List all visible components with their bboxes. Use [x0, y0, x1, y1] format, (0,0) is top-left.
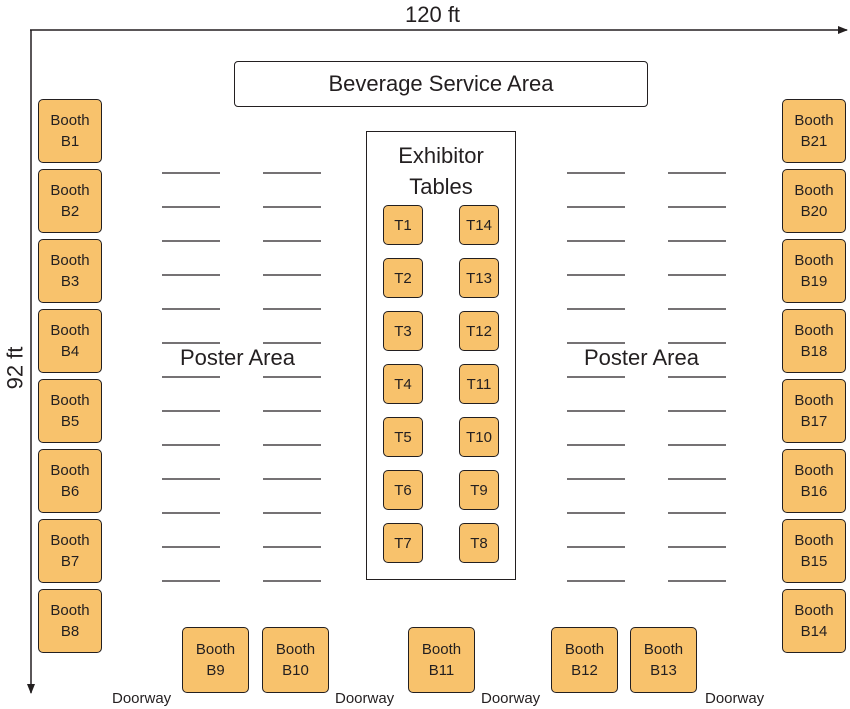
doorway-4: Doorway [705, 690, 765, 707]
booth-b14: Booth B14 [782, 589, 846, 653]
booth-b18: Booth B18 [782, 309, 846, 373]
booth-b1: Booth B1 [38, 99, 102, 163]
table-t9: T9 [459, 470, 499, 510]
exhibitor-tables-area [366, 131, 516, 580]
booth-b5: Booth B5 [38, 379, 102, 443]
booth-b13: Booth B13 [630, 627, 697, 693]
booth-b16: Booth B16 [782, 449, 846, 513]
booth-b3: Booth B3 [38, 239, 102, 303]
booth-b6: Booth B6 [38, 449, 102, 513]
booth-b4: Booth B4 [38, 309, 102, 373]
booth-b12: Booth B12 [551, 627, 618, 693]
table-t14: T14 [459, 205, 499, 245]
table-t12: T12 [459, 311, 499, 351]
table-t10: T10 [459, 417, 499, 457]
poster-lines [162, 172, 726, 582]
booth-b20: Booth B20 [782, 169, 846, 233]
doorway-2: Doorway [335, 690, 395, 707]
booth-b21: Booth B21 [782, 99, 846, 163]
booth-b15: Booth B15 [782, 519, 846, 583]
table-t6: T6 [383, 470, 423, 510]
table-t1: T1 [383, 205, 423, 245]
doorway-1: Doorway [112, 690, 172, 707]
booth-b2: Booth B2 [38, 169, 102, 233]
poster-area-left-label: Poster Area [178, 345, 297, 371]
table-t7: T7 [383, 523, 423, 563]
booth-b17: Booth B17 [782, 379, 846, 443]
table-t2: T2 [383, 258, 423, 298]
exhibitor-tables-title: Exhibitor Tables [398, 143, 484, 199]
poster-area-right-label: Poster Area [582, 345, 701, 371]
booth-b9: Booth B9 [182, 627, 249, 693]
table-t3: T3 [383, 311, 423, 351]
table-t8: T8 [459, 523, 499, 563]
doorway-3: Doorway [481, 690, 541, 707]
height-label: 92 ft [2, 346, 28, 390]
table-t5: T5 [383, 417, 423, 457]
beverage-service-area: Beverage Service Area [234, 61, 648, 107]
booth-b11: Booth B11 [408, 627, 475, 693]
width-label: 120 ft [405, 2, 461, 27]
table-t13: T13 [459, 258, 499, 298]
booth-b10: Booth B10 [262, 627, 329, 693]
booth-b7: Booth B7 [38, 519, 102, 583]
booth-b8: Booth B8 [38, 589, 102, 653]
booth-b19: Booth B19 [782, 239, 846, 303]
table-t4: T4 [383, 364, 423, 404]
table-t11: T11 [459, 364, 499, 404]
